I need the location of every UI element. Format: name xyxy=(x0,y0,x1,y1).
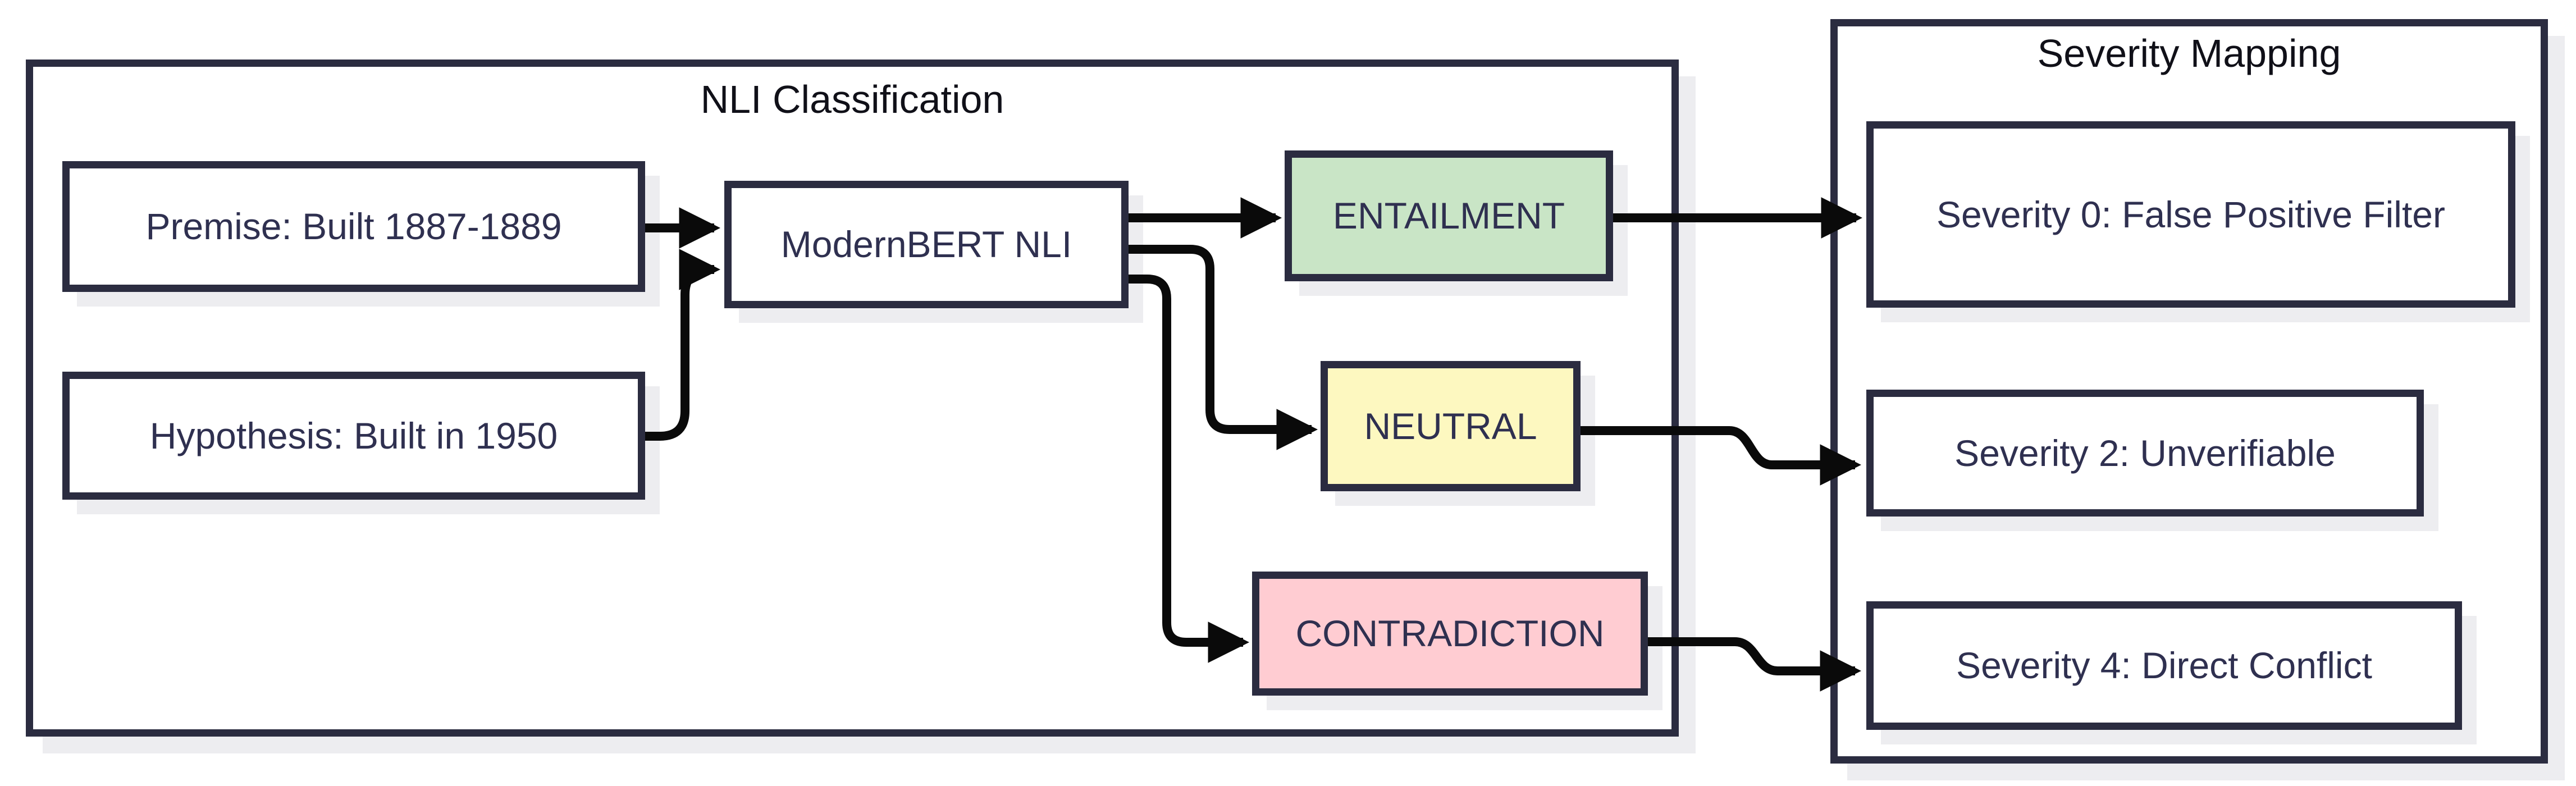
neutral-label: NEUTRAL xyxy=(1364,405,1537,447)
severity-0-node: Severity 0: False Positive Filter xyxy=(1866,121,2515,308)
premise-label: Premise: Built 1887-1889 xyxy=(145,205,562,248)
arrow-contradiction-to-severity4 xyxy=(1648,637,1862,692)
entailment-node: ENTAILMENT xyxy=(1285,150,1613,281)
modernbert-node: ModernBERT NLI xyxy=(724,181,1129,308)
severity-0-label: Severity 0: False Positive Filter xyxy=(1936,193,2445,235)
premise-node: Premise: Built 1887-1889 xyxy=(62,161,645,292)
neutral-node: NEUTRAL xyxy=(1321,361,1581,491)
hypothesis-node: Hypothesis: Built in 1950 xyxy=(62,372,645,500)
contradiction-node: CONTRADICTION xyxy=(1252,572,1648,696)
severity-2-label: Severity 2: Unverifiable xyxy=(1954,432,2336,474)
entailment-label: ENTAILMENT xyxy=(1332,195,1565,237)
severity-2-node: Severity 2: Unverifiable xyxy=(1866,390,2424,517)
severity-4-label: Severity 4: Direct Conflict xyxy=(1956,645,2372,687)
nli-classification-title: NLI Classification xyxy=(700,77,1004,121)
contradiction-label: CONTRADICTION xyxy=(1295,613,1605,655)
modernbert-label: ModernBERT NLI xyxy=(780,223,1072,266)
severity-4-node: Severity 4: Direct Conflict xyxy=(1866,601,2462,730)
hypothesis-label: Hypothesis: Built in 1950 xyxy=(149,414,558,456)
severity-mapping-title: Severity Mapping xyxy=(2037,31,2341,75)
